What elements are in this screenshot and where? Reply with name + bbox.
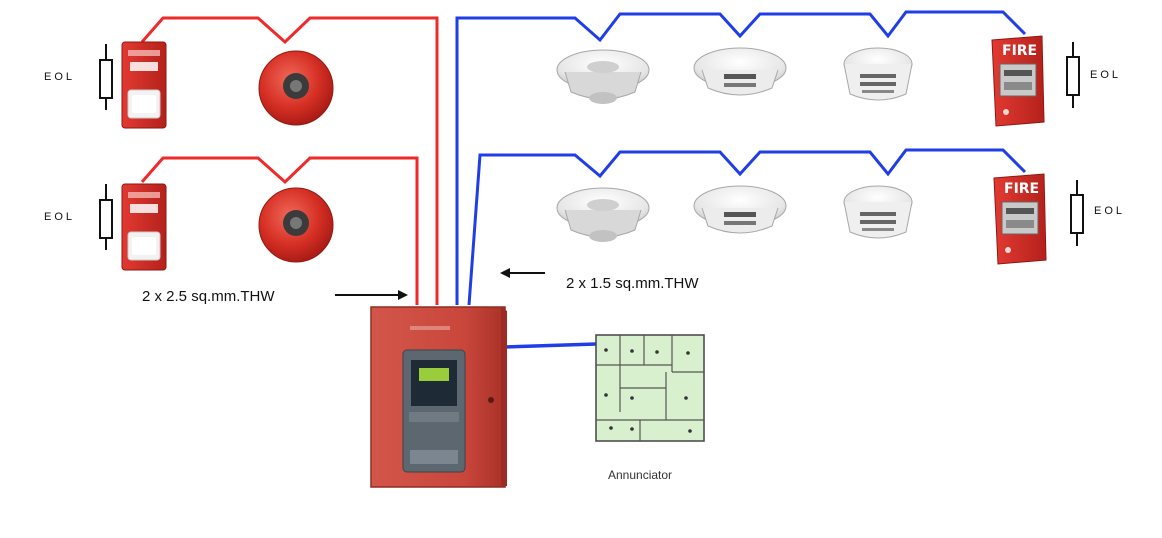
heat-detector-icon (556, 187, 650, 242)
notification-circuit-wires (140, 16, 439, 305)
notification-wire-bottom (140, 156, 419, 305)
smoke-detector-icon (693, 185, 787, 234)
initiating-wire-bottom (467, 148, 1027, 306)
smoke-detector-icon (843, 47, 913, 101)
end-of-line-resistor-icon (1070, 194, 1084, 234)
annunciator-label: Annunciator (608, 468, 672, 482)
eol-resistor-right-bottom: EOL (1070, 180, 1125, 246)
notification-wire-top (140, 16, 439, 305)
end-of-line-resistor-icon (99, 59, 113, 99)
end-of-line-resistor-icon (99, 199, 113, 239)
pull-station-label: FIRE (1002, 43, 1037, 59)
initiating-wire-top (455, 10, 1027, 305)
eol-resistor-left-bottom: EOL (44, 184, 113, 250)
annunciator-panel-icon: Annunciator (595, 334, 705, 482)
smoke-detector-icon (843, 185, 913, 239)
arrow-left-icon (500, 268, 510, 278)
eol-resistor-right-top: EOL (1066, 42, 1121, 108)
annunciator-wire (505, 342, 597, 349)
end-of-line-resistor-icon (1066, 56, 1080, 96)
cable-size-label-initiating: 2 x 1.5 sq.mm.THW (566, 275, 699, 292)
eol-label: EOL (1090, 69, 1121, 81)
fire-bell-icon (258, 187, 334, 263)
notification-cable-callout: 2 x 2.5 sq.mm.THW (142, 288, 408, 305)
initiating-circuit-wires (455, 10, 1027, 349)
horn-strobe-icon (121, 41, 167, 129)
horn-strobe-icon (121, 183, 167, 271)
pull-station-label: FIRE (1004, 181, 1039, 197)
manual-pull-station-icon: FIRE (991, 35, 1045, 127)
arrow-right-icon (398, 290, 408, 300)
eol-resistor-left-top: EOL (44, 44, 113, 110)
eol-label: EOL (1094, 205, 1125, 217)
smoke-detector-icon (693, 47, 787, 96)
eol-label: EOL (44, 211, 75, 223)
fire-alarm-control-panel-icon (370, 306, 507, 488)
initiating-cable-callout: 2 x 1.5 sq.mm.THW (500, 268, 699, 292)
manual-pull-station-icon: FIRE (993, 173, 1047, 265)
heat-detector-icon (556, 49, 650, 104)
eol-label: EOL (44, 71, 75, 83)
fire-bell-icon (258, 50, 334, 126)
cable-size-label-notification: 2 x 2.5 sq.mm.THW (142, 288, 275, 305)
